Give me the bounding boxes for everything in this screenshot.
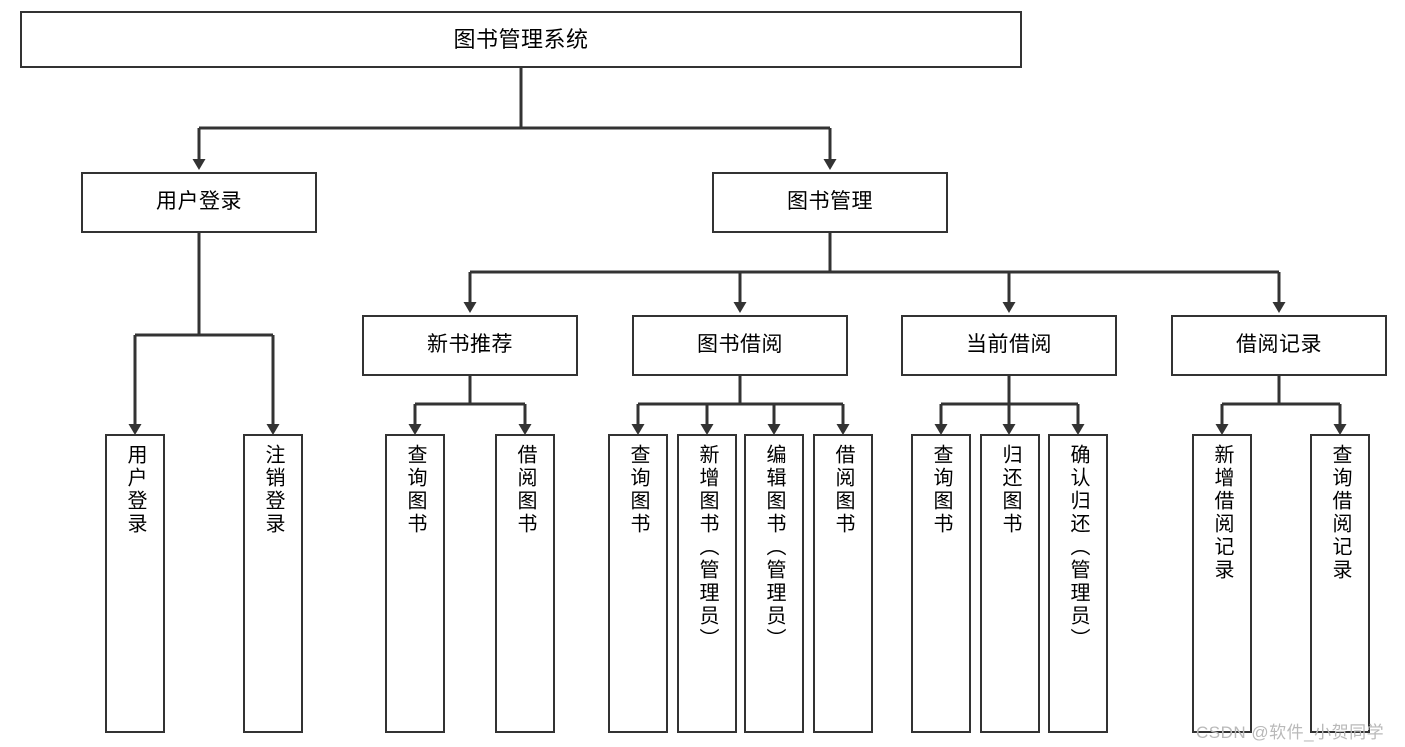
csdn-watermark: CSDN @软件_小贺同学: [1196, 723, 1385, 742]
node-leaf-query-book-1-label: 查询图书: [404, 444, 426, 536]
node-user-login-label: 用户登录: [156, 190, 242, 214]
node-leaf-borrow-book-1-label: 借阅图书: [514, 444, 536, 536]
node-leaf-query-book-2[interactable]: 查询图书: [608, 434, 668, 733]
node-leaf-add-record-label: 新增借阅记录: [1211, 444, 1233, 582]
node-leaf-return-book[interactable]: 归还图书: [980, 434, 1040, 733]
node-leaf-borrow-book-1[interactable]: 借阅图书: [495, 434, 555, 733]
node-leaf-query-book-3[interactable]: 查询图书: [911, 434, 971, 733]
node-leaf-logout-login-label: 注销登录: [262, 444, 284, 536]
node-new-book-recommend[interactable]: 新书推荐: [362, 315, 578, 376]
node-root-label: 图书管理系统: [453, 26, 589, 52]
node-leaf-query-book-1[interactable]: 查询图书: [385, 434, 445, 733]
node-book-manage[interactable]: 图书管理: [712, 172, 948, 233]
node-root[interactable]: 图书管理系统: [20, 11, 1022, 68]
node-leaf-logout-login[interactable]: 注销登录: [243, 434, 303, 733]
node-leaf-query-book-3-label: 查询图书: [930, 444, 952, 536]
node-leaf-add-book-label: 新增图书（管理员）: [696, 444, 718, 651]
node-leaf-user-login[interactable]: 用户登录: [105, 434, 165, 733]
node-leaf-confirm-return-label: 确认归还（管理员）: [1067, 444, 1089, 651]
node-leaf-borrow-book-2[interactable]: 借阅图书: [813, 434, 873, 733]
node-leaf-add-book[interactable]: 新增图书（管理员）: [677, 434, 737, 733]
node-leaf-edit-book[interactable]: 编辑图书（管理员）: [744, 434, 804, 733]
node-leaf-add-record[interactable]: 新增借阅记录: [1192, 434, 1252, 733]
node-book-borrow[interactable]: 图书借阅: [632, 315, 848, 376]
node-leaf-return-book-label: 归还图书: [999, 444, 1021, 536]
node-leaf-query-book-2-label: 查询图书: [627, 444, 649, 536]
node-leaf-confirm-return[interactable]: 确认归还（管理员）: [1048, 434, 1108, 733]
node-leaf-user-login-label: 用户登录: [124, 444, 146, 536]
node-leaf-query-record-label: 查询借阅记录: [1329, 444, 1351, 582]
node-borrow-record[interactable]: 借阅记录: [1171, 315, 1387, 376]
node-borrow-record-label: 借阅记录: [1236, 333, 1322, 357]
node-new-book-recommend-label: 新书推荐: [427, 333, 513, 357]
node-user-login[interactable]: 用户登录: [81, 172, 317, 233]
node-current-borrow[interactable]: 当前借阅: [901, 315, 1117, 376]
node-leaf-query-record[interactable]: 查询借阅记录: [1310, 434, 1370, 733]
node-leaf-borrow-book-2-label: 借阅图书: [832, 444, 854, 536]
node-book-borrow-label: 图书借阅: [697, 333, 783, 357]
node-leaf-edit-book-label: 编辑图书（管理员）: [763, 444, 785, 651]
node-book-manage-label: 图书管理: [787, 190, 873, 214]
node-current-borrow-label: 当前借阅: [966, 333, 1052, 357]
